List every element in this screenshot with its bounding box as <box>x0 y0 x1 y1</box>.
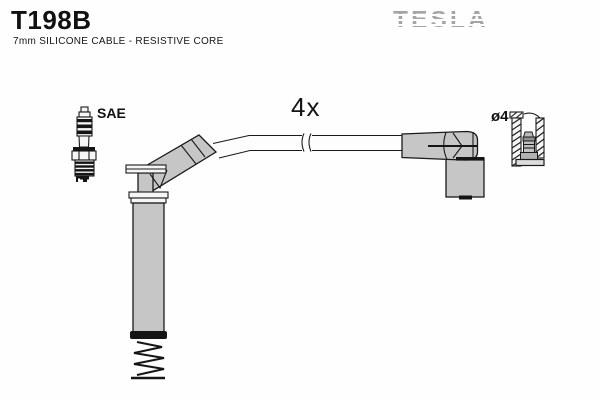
terminal-diameter-label: ø4 <box>491 108 509 125</box>
terminal-tip <box>522 131 535 138</box>
boot-seam <box>180 144 197 165</box>
terminal-fork <box>452 145 463 159</box>
coil-boot-block <box>445 157 485 198</box>
product-subtitle: 7mm SILICONE CABLE - RESISTIVE CORE <box>13 36 224 47</box>
plug-terminal-collar <box>78 111 91 118</box>
part-number: T198B <box>11 5 92 35</box>
spring-icon <box>133 341 165 376</box>
cable-top-edge <box>212 134 402 145</box>
boot-end-band <box>130 331 167 339</box>
cable <box>212 133 402 159</box>
boot-junction-notch <box>149 169 168 190</box>
tesla-logo: TESLA <box>390 8 508 32</box>
boot-seam <box>190 138 206 158</box>
left-spark-plug-boot <box>125 134 218 380</box>
block-top-band <box>456 157 484 161</box>
right-coil-boot <box>401 130 485 200</box>
terminal-body <box>523 140 535 154</box>
terminal-fork <box>452 132 463 147</box>
quantity-label: 4x <box>291 92 321 122</box>
section-top-edge <box>523 112 541 119</box>
boot-lower-flange <box>128 191 169 199</box>
spark-plug-icon <box>71 106 97 182</box>
plug-terminal-nut <box>80 106 89 113</box>
logo-stripe <box>390 24 508 26</box>
logo-stripe <box>390 14 508 16</box>
boot-lower-flange <box>130 197 167 204</box>
block-bottom-tab <box>459 195 472 200</box>
terminal-cross-section-icon <box>509 111 545 167</box>
terminal-skirt <box>520 152 538 160</box>
plug-hex-shoulder <box>73 147 95 151</box>
terminal-band <box>522 136 536 142</box>
plug-lower-insulator <box>78 135 90 148</box>
logo-stripe <box>390 19 508 21</box>
cable-break-icon <box>308 133 312 152</box>
cable-break-icon <box>301 133 305 152</box>
section-base <box>515 158 545 167</box>
boot-shaft <box>132 202 165 333</box>
cable-bottom-edge <box>218 149 402 159</box>
plug-center-electrode <box>80 176 89 180</box>
plug-hex-nut <box>71 150 97 161</box>
plug-ground-electrode <box>76 176 81 182</box>
sae-terminal-label: SAE <box>97 105 126 121</box>
boot-neck <box>137 172 154 195</box>
